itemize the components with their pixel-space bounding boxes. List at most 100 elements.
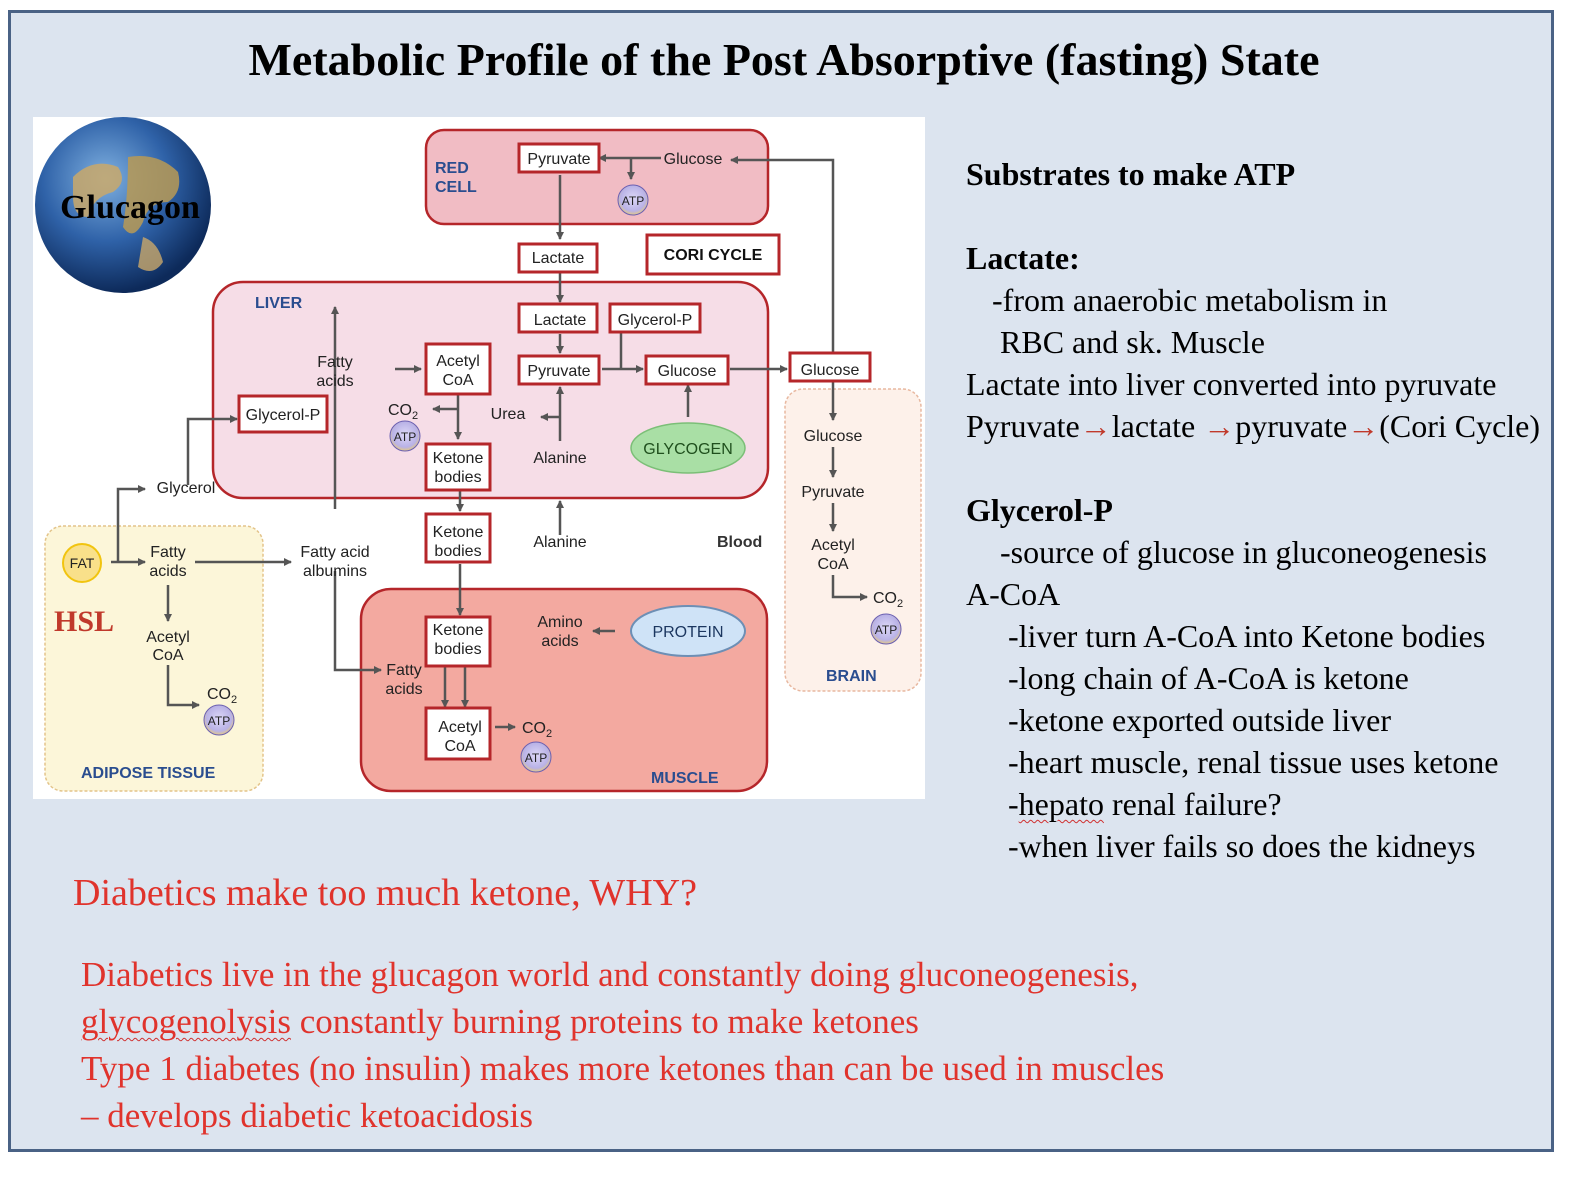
diabetics-question: Diabetics make too much ketone, WHY? <box>73 872 697 914</box>
liver-glycerol-p-top: Glycerol-P <box>618 312 693 329</box>
fasting-metabolism-diagram: Glucagon <box>33 117 925 799</box>
lactate-line-3: Lactate into liver converted into pyruva… <box>966 366 1497 402</box>
liver-ketone-1: Ketone <box>433 450 484 467</box>
slide-title: Metabolic Profile of the Post Absorptive… <box>248 34 1320 85</box>
cori-cycle-line: Pyruvate→lactate →pyruvate→(Cori Cycle) <box>966 405 1576 447</box>
muscle-fatty: Fatty <box>386 662 422 679</box>
rc-pyruvate: Pyruvate <box>527 151 590 168</box>
liver-alanine: Alanine <box>533 450 586 467</box>
cori-cycle-label: CORI CYCLE <box>664 247 763 264</box>
muscle-co2: CO2 <box>522 720 552 740</box>
atp-label: ATP <box>208 714 230 728</box>
substrates-panel: Substrates to make ATP Lactate: -from an… <box>966 153 1576 867</box>
blood-ketone-2: bodies <box>434 543 481 560</box>
muscle-label: MUSCLE <box>651 770 719 787</box>
liver-glucose: Glucose <box>658 363 717 380</box>
diagram-svg: Glucagon <box>35 117 922 793</box>
adipose-coa: CoA <box>152 647 183 664</box>
blood-label: Blood <box>717 534 762 551</box>
lactate-line-1: -from anaerobic metabolism in <box>992 282 1388 318</box>
acoa-line-1: -liver turn A-CoA into Ketone bodies <box>1008 618 1486 654</box>
liver-acetyl: Acetyl <box>436 353 480 370</box>
hepato-word: hepato <box>1018 786 1104 822</box>
diabetics-answer: Diabetics live in the glucagon world and… <box>81 951 1164 1139</box>
glycogenolysis-word: glycogenolysis <box>81 1002 291 1041</box>
blood-glucose: Glucose <box>801 362 860 379</box>
glycerol: Glycerol <box>157 480 216 497</box>
cycle-lactate: lactate <box>1111 408 1196 444</box>
liver-fatty: Fatty <box>317 354 353 371</box>
acoa-line-4: -heart muscle, renal tissue uses ketone <box>1008 744 1499 780</box>
acoa-heading: A-CoA <box>966 576 1061 612</box>
fatty-acid-albumins-1: Fatty acid <box>300 544 369 561</box>
protein-label: PROTEIN <box>652 624 723 641</box>
glycerol-heading: Glycerol-P <box>966 492 1113 528</box>
acoa-line-3: -ketone exported outside liver <box>1008 702 1391 738</box>
blood-alanine: Alanine <box>533 534 586 551</box>
brain-label: BRAIN <box>826 668 877 685</box>
adipose-acetyl: Acetyl <box>146 629 190 646</box>
glycerol-line-1: -source of glucose in gluconeogenesis <box>1000 534 1487 570</box>
blood-lactate: Lactate <box>532 250 585 267</box>
red-cell-label-2: CELL <box>435 179 477 196</box>
adipose-co2: CO2 <box>207 686 237 706</box>
brain-co2: CO2 <box>873 590 903 610</box>
urea: Urea <box>491 406 526 423</box>
atp-label: ATP <box>525 751 547 765</box>
red-cell-label-1: RED <box>435 160 469 177</box>
muscle-ketone-1: Ketone <box>433 622 484 639</box>
muscle-acids: acids <box>385 681 422 698</box>
red-cell-compartment <box>424 128 770 226</box>
protein-node <box>630 605 746 657</box>
brain-pyruvate: Pyruvate <box>801 484 864 501</box>
amino-1: Amino <box>537 614 582 631</box>
liver-ketone-2: bodies <box>434 469 481 486</box>
acoa-line-5: -hepato renal failure? <box>1008 786 1282 822</box>
adipose-label: ADIPOSE TISSUE <box>81 765 216 782</box>
adipose-acids: acids <box>149 563 186 580</box>
acoa-line-6: -when liver fails so does the kidneys <box>1008 828 1476 864</box>
atp-label: ATP <box>394 430 416 444</box>
glycogen-label: GLYCOGEN <box>643 441 733 458</box>
arrow-icon: → <box>1079 408 1112 444</box>
slide: Metabolic Profile of the Post Absorptive… <box>8 10 1554 1152</box>
globe-label: Glucagon <box>60 189 200 226</box>
brain-acetyl: Acetyl <box>811 537 855 554</box>
liver-co2: CO2 <box>388 402 418 422</box>
liver-lactate: Lactate <box>534 312 587 329</box>
arrow-icon: → <box>1203 408 1236 444</box>
amino-2: acids <box>541 633 578 650</box>
glycogen-node <box>630 422 746 474</box>
liver-acids: acids <box>316 373 353 390</box>
fat-node <box>62 543 102 583</box>
cycle-pyruvate: Pyruvate <box>966 408 1080 444</box>
hsl-label: HSL <box>54 605 114 638</box>
cycle-pyruvate-2: pyruvate <box>1235 408 1348 444</box>
answer-line-4: – develops diabetic ketoacidosis <box>81 1096 533 1135</box>
brain-glucose: Glucose <box>804 428 863 445</box>
liver-coa: CoA <box>442 372 473 389</box>
liver-glycerol-p-left: Glycerol-P <box>246 407 321 424</box>
fat-label: FAT <box>70 555 95 571</box>
lactate-line-2: RBC and sk. Muscle <box>1000 324 1265 360</box>
arrow-icon: → <box>1347 408 1380 444</box>
answer-line-2: glycogenolysis constantly burning protei… <box>81 1002 919 1041</box>
muscle-ketone-2: bodies <box>434 641 481 658</box>
atp-label: ATP <box>622 194 644 208</box>
cycle-cori: (Cori Cycle) <box>1379 408 1541 444</box>
acoa-line-2: -long chain of A-CoA is ketone <box>1008 660 1409 696</box>
adipose-fatty: Fatty <box>150 544 186 561</box>
fatty-acid-albumins-2: albumins <box>303 563 367 580</box>
substrates-heading: Substrates to make ATP <box>966 156 1296 192</box>
globe-icon <box>35 117 211 293</box>
answer-line-1: Diabetics live in the glucagon world and… <box>81 955 1139 994</box>
blood-ketone-1: Ketone <box>433 524 484 541</box>
answer-line-3: Type 1 diabetes (no insulin) makes more … <box>81 1049 1165 1088</box>
muscle-acetyl: Acetyl <box>438 719 482 736</box>
atp-label: ATP <box>875 623 897 637</box>
brain-coa: CoA <box>817 556 848 573</box>
atp-icon <box>203 184 902 773</box>
muscle-coa: CoA <box>444 738 475 755</box>
liver-pyruvate: Pyruvate <box>527 363 590 380</box>
liver-label: LIVER <box>255 295 303 312</box>
